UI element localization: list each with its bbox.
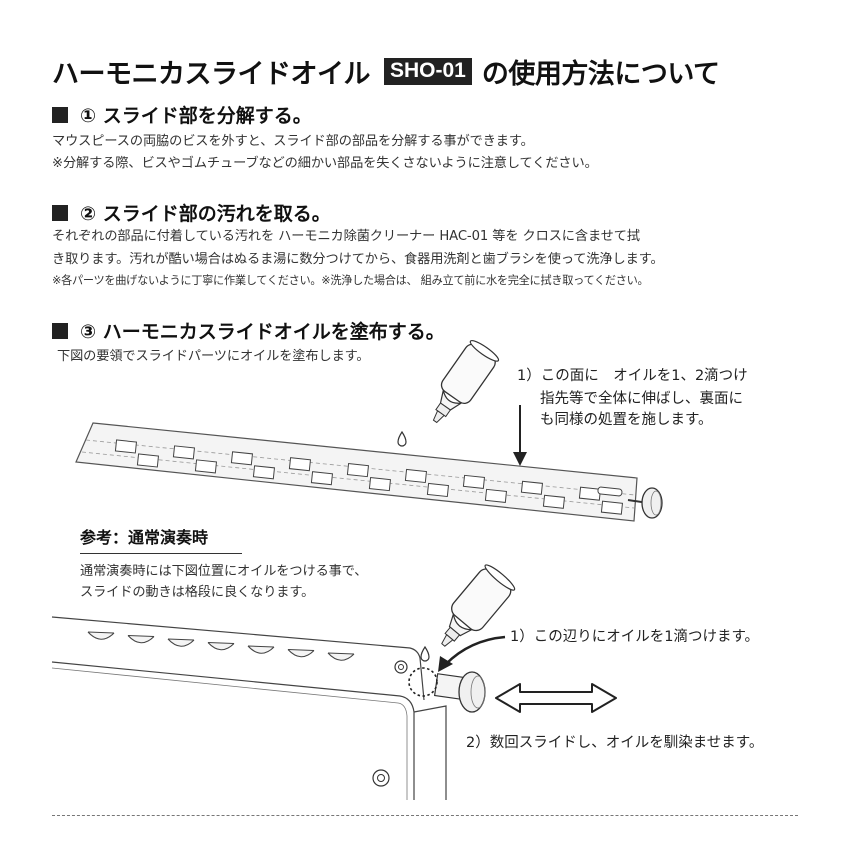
slide-slot <box>462 474 486 489</box>
section-2-line-1: それぞれの部品に付着している汚れを ハーモニカ除菌クリーナー HAC-01 等を… <box>52 229 640 244</box>
mouthpiece-hole <box>127 635 155 644</box>
slide-slot <box>346 463 370 478</box>
slide-slot <box>172 445 196 460</box>
section-3-line-1: 下図の要領でスライドパーツにオイルを塗布します。 <box>57 349 370 364</box>
slide-slot <box>114 439 138 454</box>
screw-icon <box>394 660 408 674</box>
title-suffix: の使用方法について <box>481 59 720 90</box>
product-code-badge: SHO-01 <box>384 58 472 85</box>
mouthpiece-hole-rim <box>167 638 195 641</box>
oil-drop-icon <box>420 645 430 662</box>
double-arrow-icon <box>495 683 617 713</box>
section-1-line-1: マウスピースの両脇のビスを外すと、スライド部の部品を分解する事ができます。 <box>52 134 534 149</box>
slide-slot <box>230 451 254 466</box>
mouthpiece-hole-rim <box>207 642 235 644</box>
oil-target-circle <box>408 667 438 697</box>
mouthpiece-hole <box>167 638 195 647</box>
section-2-note: ※各パーツを曲げないように丁寧に作業してください。※洗浄した場合は、 組み立て前… <box>52 274 649 287</box>
mouthpiece-holes <box>87 631 355 661</box>
arrow-down-icon <box>513 405 527 466</box>
square-bullet-icon <box>52 322 68 339</box>
section-1-line-2: ※分解する際、ビスやゴムチューブなどの細かい部品を失くさないように注意してくださ… <box>52 156 598 171</box>
mouthpiece-hole <box>247 645 275 654</box>
slide-slot <box>578 486 602 501</box>
square-bullet-icon <box>52 106 68 123</box>
slide-slot <box>404 468 428 484</box>
mouthpiece-hole-rim <box>127 635 155 637</box>
slide-slot <box>542 494 566 509</box>
slide-slot <box>136 453 160 468</box>
slide-slot <box>288 457 312 472</box>
reference-callout-1: 1）この辺りにオイルを1滴つけます。 <box>510 629 759 645</box>
slide-callout-line-3: も同様の処置を施します。 <box>540 412 713 428</box>
mouthpiece-hole <box>327 652 355 661</box>
square-bullet-icon <box>52 204 68 221</box>
slide-slots <box>114 439 624 515</box>
section-1-heading-text: ① スライド部を分解する。 <box>80 105 312 127</box>
reference-line-1: 通常演奏時には下図位置にオイルをつける事で、 <box>80 564 368 579</box>
oil-bottle-icon <box>432 339 500 424</box>
section-2-heading-text: ② スライド部の汚れを取る。 <box>80 203 331 225</box>
reference-line-2: スライドの動きは格段に良くなります。 <box>80 585 315 600</box>
slide-slot <box>600 500 624 515</box>
mouthpiece-hole-rim <box>247 645 275 648</box>
slide-slot <box>426 482 450 498</box>
slide-slot <box>368 477 392 492</box>
slide-slot <box>484 488 508 503</box>
harmonica-illustration <box>51 616 486 800</box>
mouthpiece-hole-rim <box>327 652 355 655</box>
mouthpiece-hole <box>287 649 315 658</box>
title-prefix: ハーモニカスライドオイル <box>52 59 371 90</box>
screw-icon <box>372 769 390 787</box>
oil-bottle-icon <box>441 564 516 647</box>
reference-callout-2: 2）数回スライドし、オイルを馴染ませます。 <box>466 735 764 751</box>
page-title: ハーモニカスライドオイル SHO-01 の使用方法について <box>52 52 720 91</box>
slide-callout-line-2: 指先等で全体に伸ばし、裏面に <box>540 391 743 407</box>
mouthpiece-hole <box>87 631 115 640</box>
slide-slot <box>252 465 276 480</box>
section-2-line-2: き取ります。汚れが酷い場合はぬるま湯に数分つけてから、食器用洗剤と歯ブラシを使っ… <box>52 252 664 267</box>
section-3-heading: ③ ハーモニカスライドオイルを塗布する。 <box>52 317 445 344</box>
reference-heading: 参考：通常演奏時 <box>80 524 242 554</box>
section-2-heading: ② スライド部の汚れを取る。 <box>52 199 331 226</box>
slide-slot <box>310 471 334 486</box>
mouthpiece-hole <box>207 642 235 651</box>
slide-callout-line-1: 1）この面に オイルを1、2滴つけ <box>517 368 748 384</box>
slide-knob-icon <box>641 487 663 519</box>
dashed-divider <box>52 815 798 816</box>
slide-plate-illustration <box>75 422 663 522</box>
mouthpiece-hole-rim <box>287 649 315 651</box>
mouthpiece-hole-rim <box>87 631 115 634</box>
slide-slot <box>520 480 544 495</box>
oil-drop-icon <box>397 430 407 447</box>
section-1-heading: ① スライド部を分解する。 <box>52 101 312 128</box>
slide-slot <box>194 459 218 474</box>
section-3-heading-text: ③ ハーモニカスライドオイルを塗布する。 <box>80 321 445 343</box>
curved-arrow-icon <box>438 635 506 672</box>
